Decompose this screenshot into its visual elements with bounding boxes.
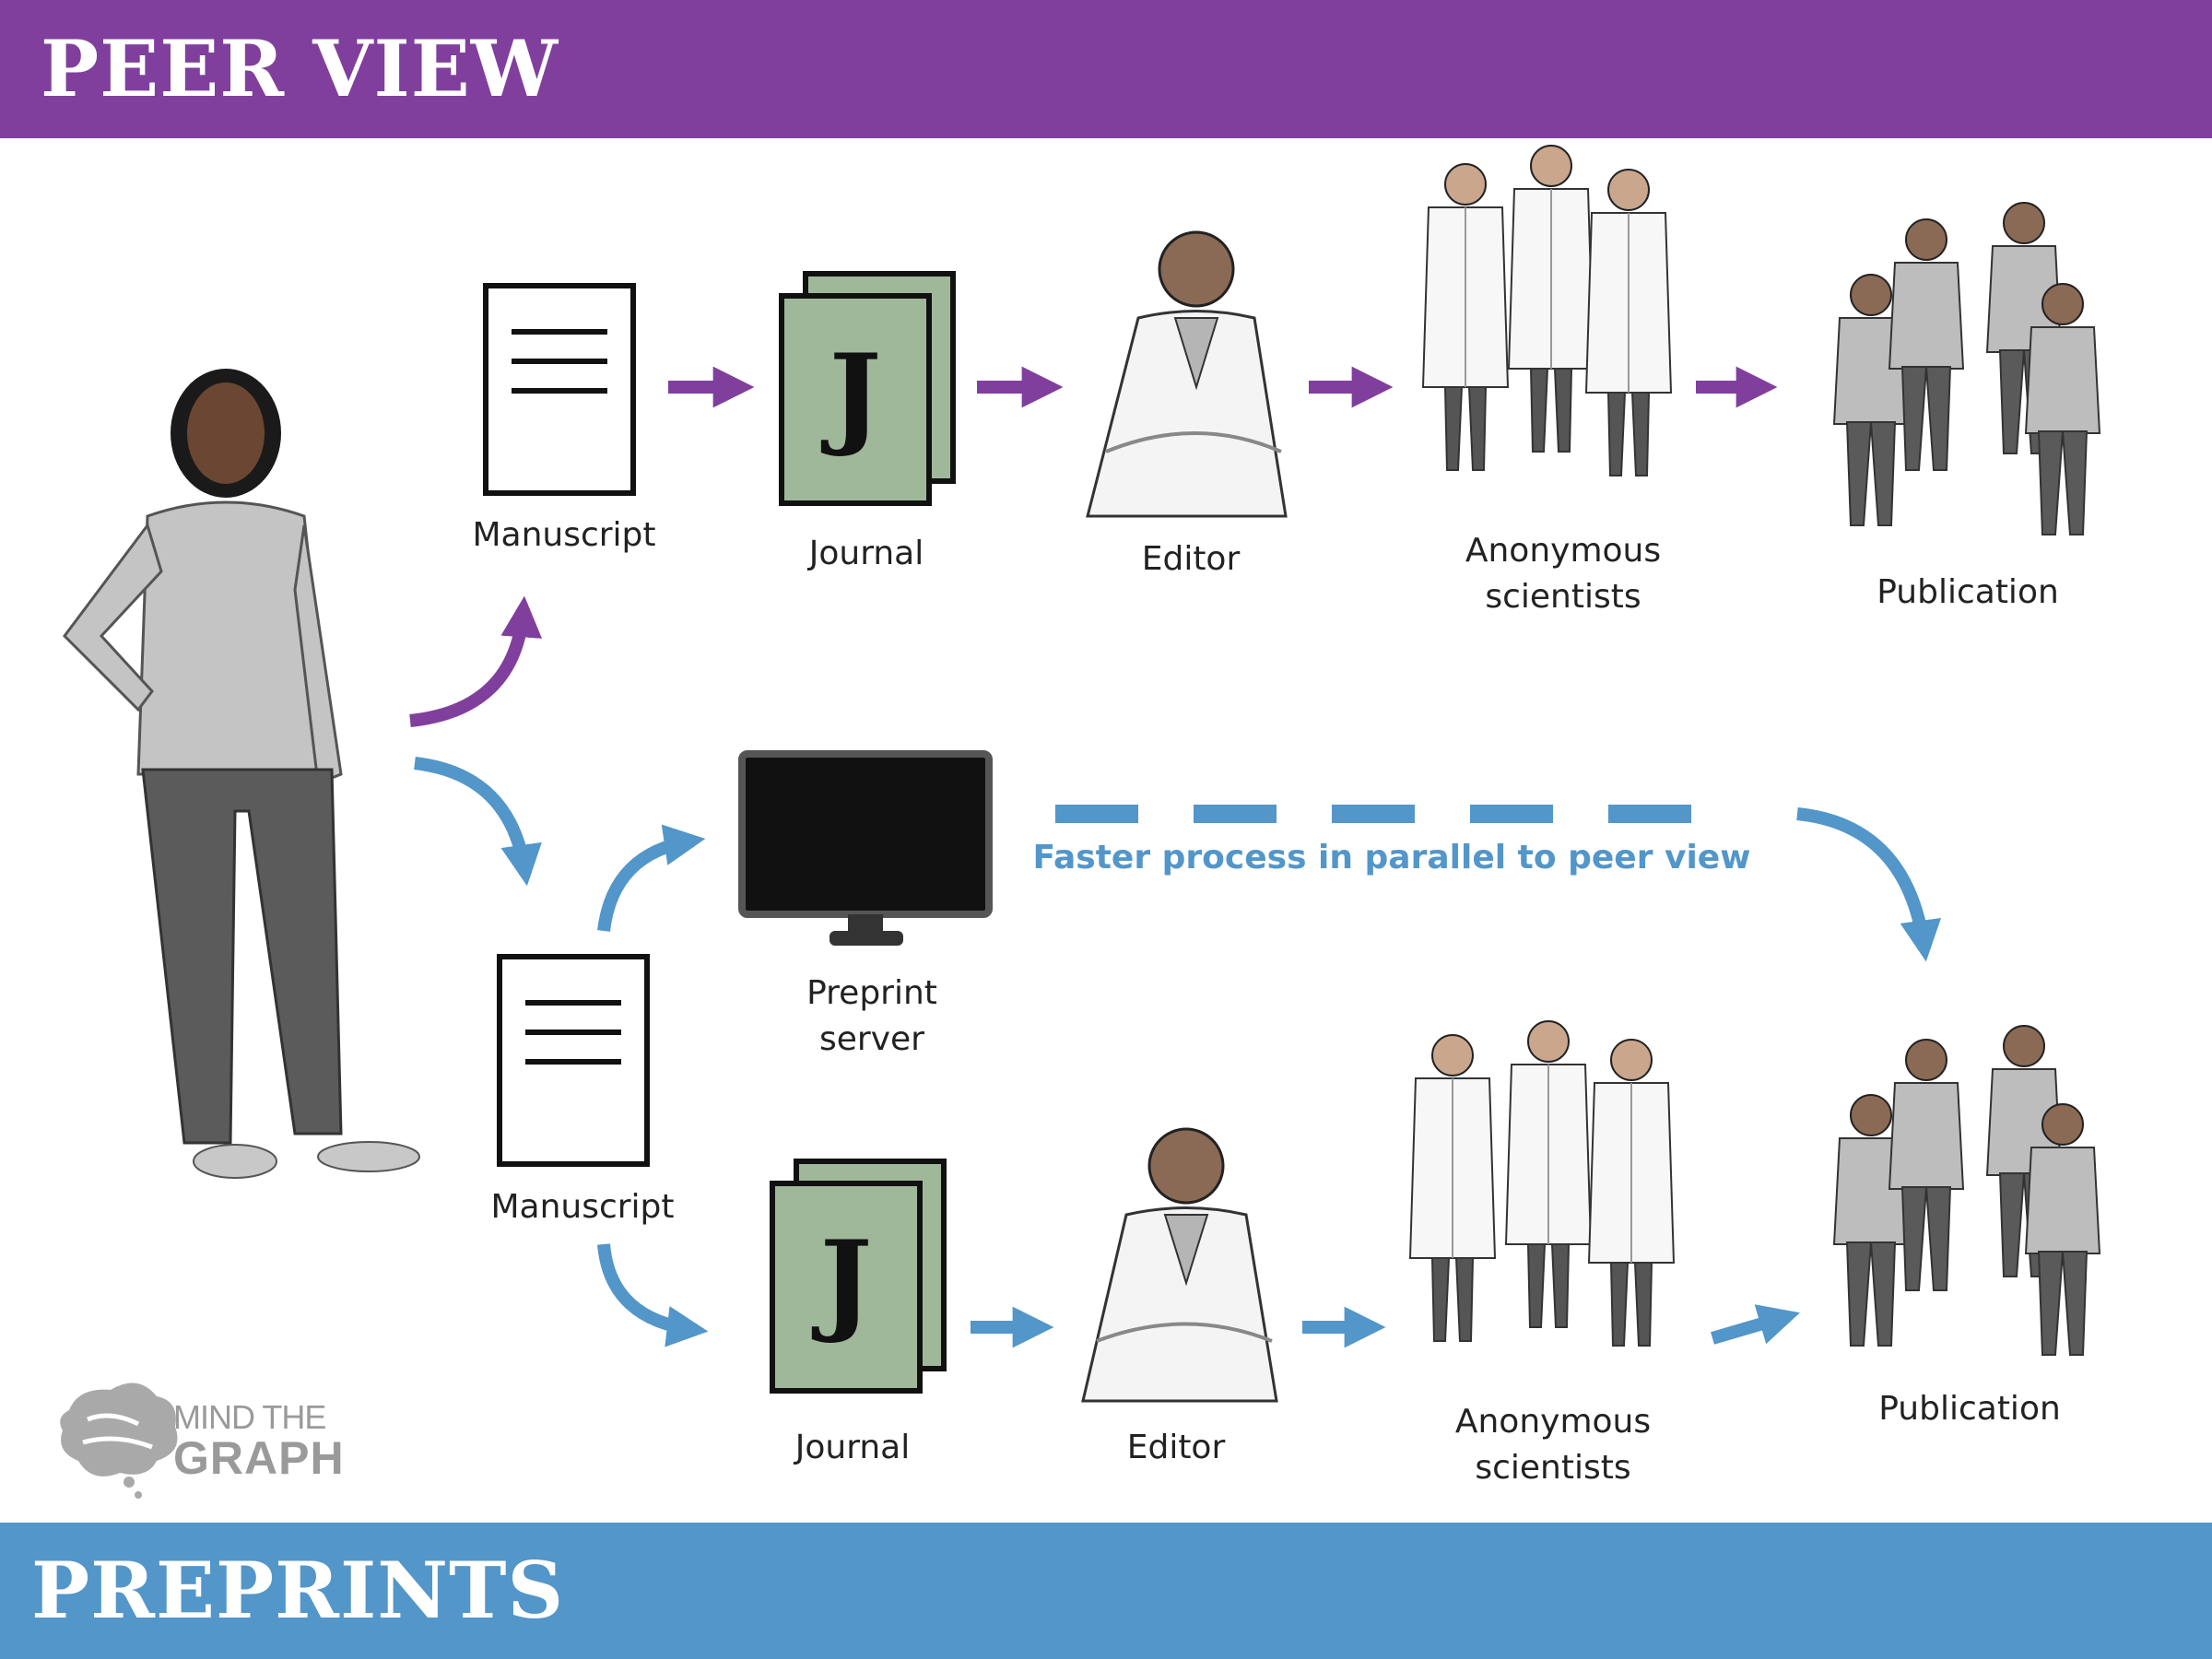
peer-manuscript-icon: [486, 286, 633, 493]
peer-publication-label: Publication: [1877, 573, 2059, 611]
preprint-reviewers-label-line1: Anonymous: [1454, 1403, 1652, 1441]
preprints-banner: PREPRINTS: [0, 1523, 2212, 1659]
peer-reviewers-label-line2: scientists: [1485, 578, 1641, 616]
peer-reviewers-label-line1: Anonymous: [1465, 532, 1662, 570]
peer-editor-illustration: [1086, 230, 1288, 518]
preprint-journal-label: Journal: [794, 1429, 911, 1466]
author-arrow-to-peer-view: [409, 595, 543, 727]
preprints-title: PREPRINTS: [31, 1545, 565, 1636]
preprint-reviewers-label-line2: scientists: [1475, 1449, 1631, 1487]
preprint-server-label-line1: Preprint: [806, 974, 937, 1012]
preprint-journal-letter: J: [812, 1217, 873, 1347]
peer-view-title: PEER VIEW: [41, 23, 559, 114]
preprint-editor-label: Editor: [1126, 1429, 1226, 1466]
peer-reviewers-illustration: [1422, 145, 1672, 477]
peer-journal-label: Journal: [808, 535, 924, 572]
preprint-publication-label: Publication: [1878, 1390, 2061, 1428]
peer-view-banner: PEER VIEW: [0, 0, 2212, 138]
preprint-editor-illustration: [1081, 1127, 1278, 1403]
preprint-manuscript-icon: [500, 957, 647, 1164]
mind-the-graph-logo: MIND THE GRAPH: [55, 1387, 350, 1488]
preprint-server-label-line2: server: [819, 1020, 924, 1058]
preprint-manuscript-label: Manuscript: [490, 1188, 675, 1226]
peer-journal-letter: J: [821, 330, 882, 460]
arrow-to-preprint-server: [597, 824, 706, 932]
brain-logo-icon: [60, 1382, 178, 1499]
preprint-publication-illustration: [1833, 1025, 2100, 1356]
arrow-preprint-to-publication: [1796, 807, 1942, 962]
peer-publication-illustration: [1833, 202, 2100, 535]
logo-text-line2: GRAPH: [173, 1432, 345, 1484]
arrow-to-preprint-journal: [597, 1243, 709, 1347]
parallel-process-note: Faster process in parallel to peer view: [1032, 839, 1751, 877]
preprint-reviewers-illustration: [1409, 1020, 1675, 1347]
preprint-arrow-to-publication: [1711, 1304, 1800, 1345]
author-arrow-to-preprints: [414, 757, 542, 887]
peer-editor-label: Editor: [1141, 540, 1241, 578]
logo-text-line1: MIND THE: [173, 1398, 326, 1436]
peer-manuscript-label: Manuscript: [472, 516, 656, 554]
preprint-server-monitor-icon: [738, 750, 993, 946]
author-illustration: [63, 369, 420, 1179]
